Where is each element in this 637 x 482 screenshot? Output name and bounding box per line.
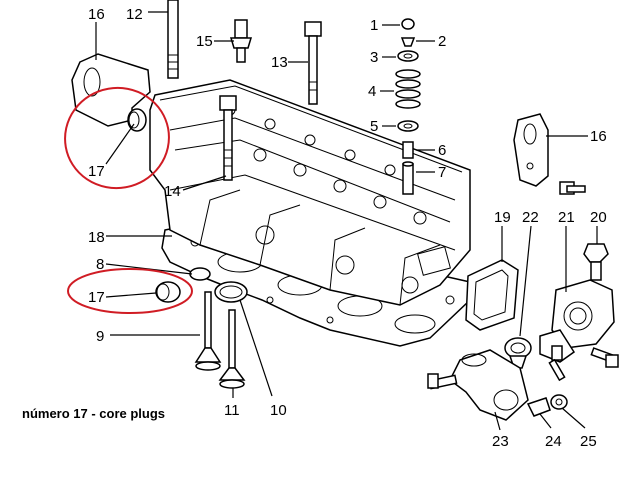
- label-18: 18: [88, 229, 105, 246]
- bracket-bolt: [559, 181, 586, 195]
- sensor-24: [526, 397, 551, 417]
- label-22: 22: [522, 209, 539, 226]
- label-21: 21: [558, 209, 575, 226]
- head-bolt-12: [167, 0, 179, 79]
- o-ring-10: [214, 281, 248, 303]
- label-1: 1: [370, 17, 378, 34]
- stud-15: [229, 19, 253, 63]
- temperature-sender-20: [583, 243, 609, 281]
- label-2: 2: [438, 33, 446, 50]
- label-4: 4: [368, 83, 376, 100]
- label-3: 3: [370, 49, 378, 66]
- washer-25: [550, 394, 568, 410]
- gasket-19: [465, 259, 519, 331]
- label-14: 14: [164, 183, 181, 200]
- thermostat-housing-21: [539, 279, 615, 363]
- seal-8: [189, 267, 211, 281]
- label-23: 23: [492, 433, 509, 450]
- manifold-bolt-13: [304, 21, 322, 105]
- head-bolt-14: [219, 95, 237, 181]
- label-13: 13: [271, 54, 288, 71]
- valve-11: [218, 309, 246, 389]
- label-25: 25: [580, 433, 597, 450]
- caption: número 17 - core plugs: [22, 406, 166, 421]
- label-11: 11: [224, 402, 240, 419]
- label-9: 9: [96, 328, 104, 345]
- valve-components-stack: [395, 18, 421, 195]
- label-17-lower: 17: [88, 289, 105, 306]
- label-24: 24: [545, 433, 562, 450]
- water-outlet-elbow-23: [427, 349, 529, 421]
- label-8: 8: [96, 256, 104, 273]
- label-10: 10: [270, 402, 287, 419]
- lifting-bracket-right: [513, 113, 549, 187]
- core-plug-highlight-lower: [67, 268, 193, 314]
- valve-9: [194, 291, 222, 371]
- label-17-upper: 17: [88, 163, 105, 180]
- label-6: 6: [438, 142, 446, 159]
- label-12: 12: [126, 6, 143, 23]
- core-plug-lower: [155, 281, 181, 303]
- label-15: 15: [196, 33, 213, 50]
- label-20: 20: [590, 209, 607, 226]
- label-19: 19: [494, 209, 511, 226]
- leader-lines: [95, 11, 598, 431]
- label-16-left: 16: [88, 6, 105, 23]
- label-16-right: 16: [590, 128, 607, 145]
- label-7: 7: [438, 164, 446, 181]
- label-5: 5: [370, 118, 378, 135]
- housing-bolts: [548, 345, 619, 382]
- core-plug-highlight-upper: [64, 86, 170, 190]
